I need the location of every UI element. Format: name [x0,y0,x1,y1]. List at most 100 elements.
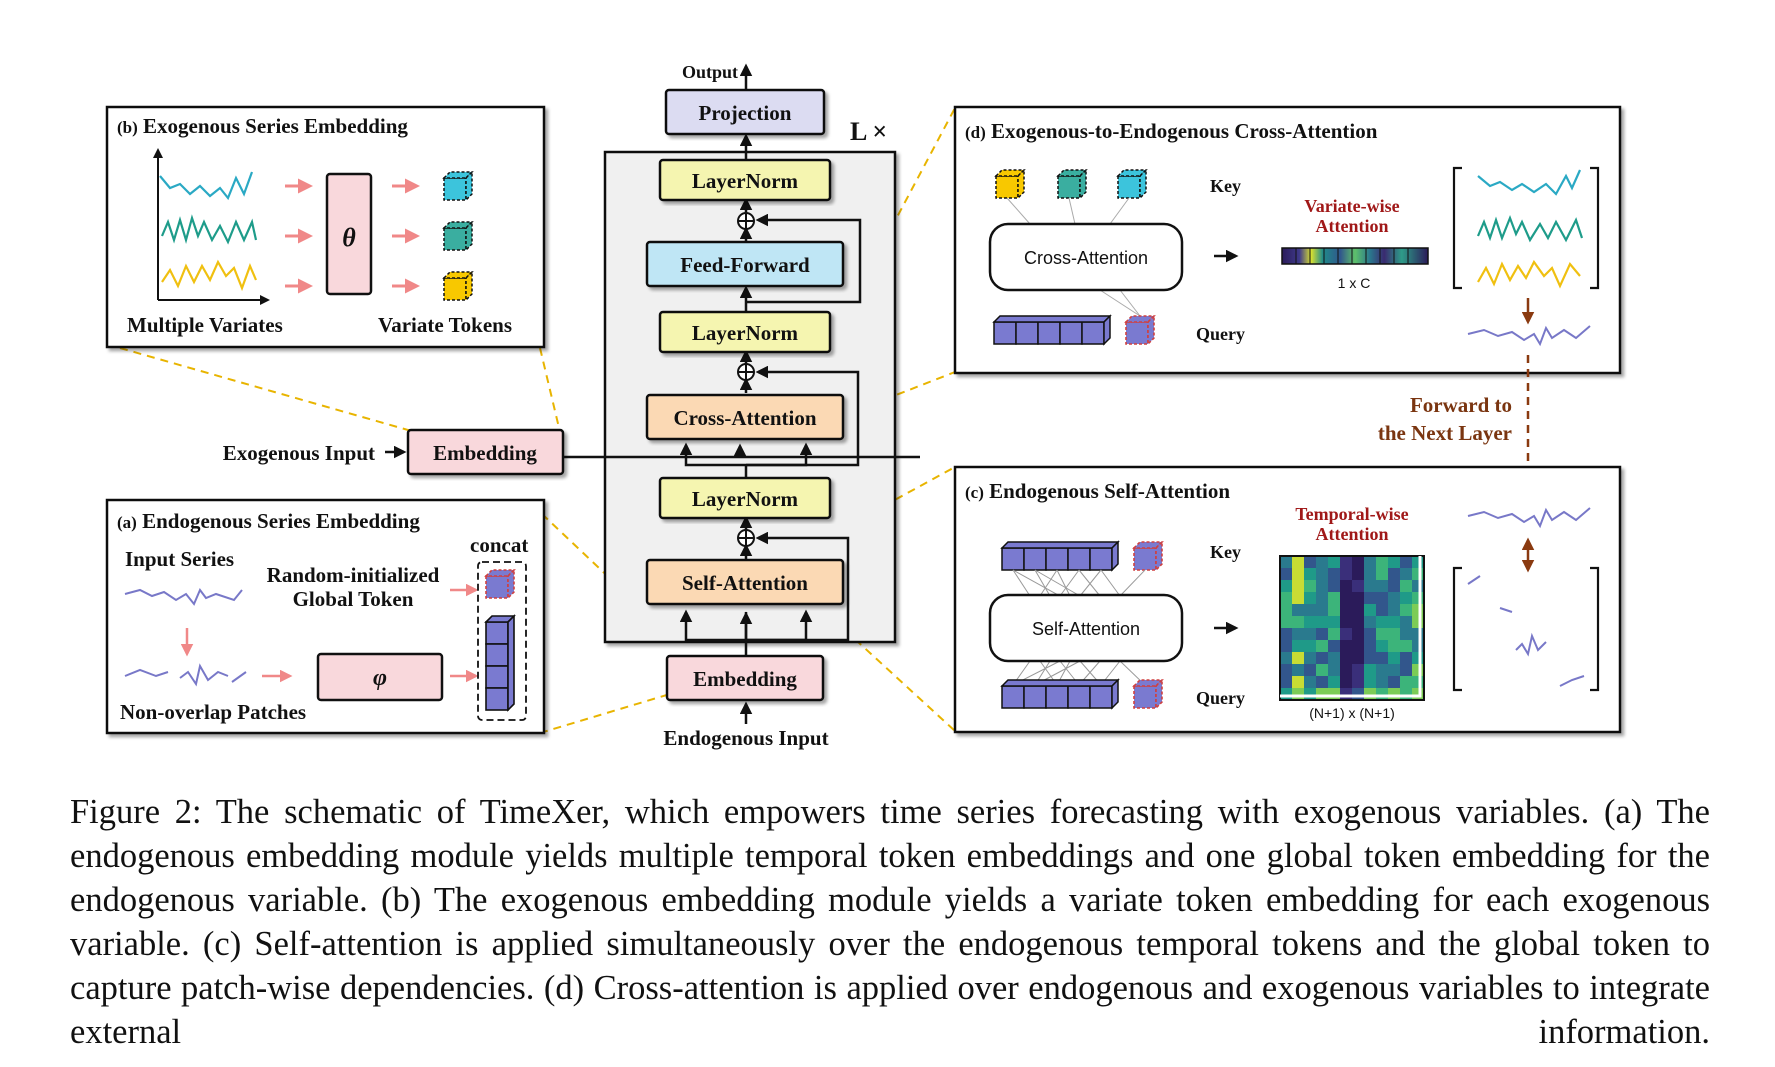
endogenous-series-line [1467,507,1591,529]
heatmap-cell [1304,556,1317,569]
heatmap-cell [1340,664,1353,677]
query-token-row [1000,678,1120,710]
heatmap-cell [1412,580,1425,593]
key-token-cube [1117,169,1147,199]
svg-text:(c) Endogenous Self-Attention: (c) Endogenous Self-Attention [965,479,1230,503]
heatmap-cell [1400,556,1413,569]
heatmap-cell [1304,580,1317,593]
svg-text:LayerNorm: LayerNorm [692,321,799,345]
heatmap-cell [1376,688,1389,701]
heatmap-cell [1412,628,1425,641]
global-token-cube [485,569,515,599]
global-token-label-line2: Global Token [293,587,414,611]
heatmap-cell [1352,580,1365,593]
heatmap-cell [1328,592,1341,605]
heatmap-cell [1292,556,1305,569]
repeat-label: L × [850,117,887,146]
heatmap-cell [1364,652,1377,665]
heatmap-cell [1376,664,1389,677]
svg-text:Feed-Forward: Feed-Forward [680,253,810,277]
heatmap-cell [1328,652,1341,665]
panel-endogenous-embedding: (a) Endogenous Series Embedding Input Se… [105,498,546,735]
heatmap-cell [1376,592,1389,605]
cross-attention-box: Cross-Attention [645,393,845,441]
heatmap-cell [1340,556,1353,569]
svg-text:LayerNorm: LayerNorm [692,169,799,193]
heatmap-cell [1400,688,1413,701]
query-label: Query [1196,324,1245,344]
heatmap-cell [1412,604,1425,617]
svg-text:Self-Attention: Self-Attention [1032,619,1140,639]
heatmap-cell [1400,640,1413,653]
heatmap-cell [1388,580,1401,593]
variate-wise-attention-label-line1: Variate-wise [1304,196,1399,216]
attention-links [1006,197,1141,317]
heatmap-cell [1304,652,1317,665]
variate-token-cube [443,171,473,201]
heatmap-cell [1292,628,1305,641]
heatmap-cell [1292,664,1305,677]
heatmap-cell [1400,568,1413,581]
svg-text:(d) Exogenous-to-Endogenous Cr: (d) Exogenous-to-Endogenous Cross-Attent… [965,119,1378,143]
heatmap-cell [1316,628,1329,641]
feed-forward-box: Feed-Forward [645,240,845,288]
heatmap-cell [1400,592,1413,605]
block-wiring [385,63,920,724]
heatmap-cell [1364,640,1377,653]
attention-bar-cells [1295,248,1409,264]
query-token-row [992,314,1112,346]
heatmap-cell [1388,652,1401,665]
heatmap-cell [1304,604,1317,617]
heatmap-cell [1316,568,1329,581]
self-attention-box: Self-Attention [645,558,845,606]
exogenous-series-line [160,214,258,245]
residual-adders [737,212,755,547]
phi-box [316,652,444,702]
heatmap-cell [1280,556,1293,569]
heatmap-cell [1352,616,1365,629]
plus-icon [737,212,755,230]
global-token-label-line1: Random-initialized [267,563,440,587]
endogenous-series-line [1467,325,1591,347]
exogenous-series-line [1477,259,1581,289]
svg-text:Projection: Projection [699,101,792,125]
heatmap-cell [1376,616,1389,629]
heatmap-cell [1292,616,1305,629]
temporal-token-stack [484,614,516,712]
query-label: Query [1196,688,1245,708]
variate-wise-attention-bar [1281,247,1429,265]
axes [153,148,270,305]
heatmap-cell [1280,640,1293,653]
patch-segments [124,663,247,687]
heatmap-cell [1412,616,1425,629]
heatmap-cell [1352,664,1365,677]
heatmap-cell [1364,628,1377,641]
heatmap-cell [1376,652,1389,665]
svg-text:Embedding: Embedding [433,441,537,465]
heatmap-cell [1400,652,1413,665]
attention-size-label: (N+1) x (N+1) [1309,705,1395,721]
output-label: Output [682,62,738,82]
heatmap-cell [1364,568,1377,581]
heatmap-cell [1352,628,1365,641]
key-label: Key [1210,176,1241,196]
heatmap-cell [1364,616,1377,629]
heatmap-cell [1328,580,1341,593]
heatmap-cell [1280,676,1293,689]
heatmap-cell [1376,556,1389,569]
heatmap-cell [1340,676,1353,689]
heatmap-cell [1292,640,1305,653]
heatmap-cell [1352,592,1365,605]
heatmap-cell [1340,652,1353,665]
panel-self-attention: (c) Endogenous Self-Attention [953,465,1622,734]
heatmap-cell [1280,580,1293,593]
heatmap-cell [1388,616,1401,629]
layernorm-low-box: LayerNorm [658,476,832,520]
pink-arrows [285,178,420,294]
heatmap-cell [1280,568,1293,581]
multiple-variates-label: Multiple Variates [127,313,283,337]
plus-icon [737,529,755,547]
global-token-cube [1133,541,1163,571]
heatmap-cell [1316,688,1329,701]
heatmap-cell [1328,664,1341,677]
